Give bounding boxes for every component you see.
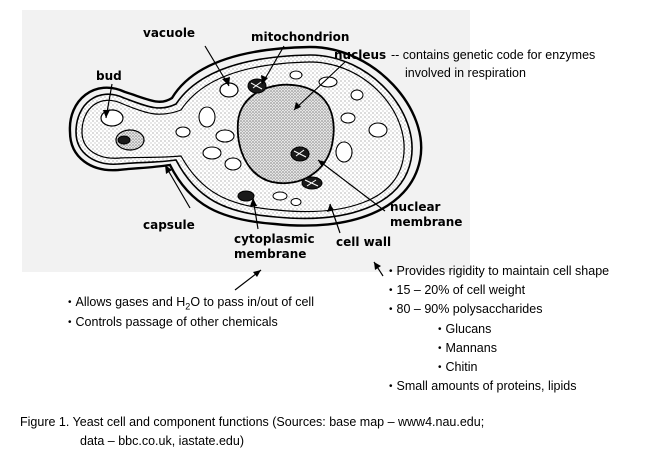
figure-caption-line1: Figure 1. Yeast cell and component funct…: [20, 412, 484, 432]
label-cell-wall: cell wall: [336, 235, 391, 249]
cell-wall-subnote-glucans: Glucans: [438, 320, 491, 339]
nuclear-membrane: [238, 85, 334, 184]
figure-caption-line2: data – bbc.co.uk, iastate.edu): [80, 431, 244, 451]
cell-wall-note-1: Provides rigidity to maintain cell shape: [389, 262, 609, 281]
label-nuclear-membrane-1: nuclear: [390, 200, 440, 214]
label-nuclear-membrane-2: membrane: [390, 215, 462, 229]
label-mitochondrion: mitochondrion: [251, 30, 349, 44]
label-cytoplasmic-membrane-1: cytoplasmic: [234, 232, 315, 246]
membrane-note-1: Allows gases and H2O to pass in/out of c…: [68, 293, 314, 312]
label-cytoplasmic-membrane-2: membrane: [234, 247, 306, 261]
label-nucleus: nucleus: [334, 48, 386, 62]
cell-wall-subnote-mannans: Mannans: [438, 339, 497, 358]
nucleus-note-line1: -- contains genetic code for enzymes: [391, 46, 595, 65]
label-vacuole: vacuole: [143, 26, 195, 40]
nucleus-note-line2: involved in respiration: [405, 64, 526, 83]
cell-wall-note-2: 15 – 20% of cell weight: [389, 281, 525, 300]
cell-wall-note-4: Small amounts of proteins, lipids: [389, 377, 576, 396]
membrane-note-2: Controls passage of other chemicals: [68, 313, 278, 332]
cell-wall-subnote-chitin: Chitin: [438, 358, 477, 377]
label-capsule: capsule: [143, 218, 195, 232]
label-bud: bud: [96, 69, 122, 83]
cell-wall-note-3: 80 – 90% polysaccharides: [389, 300, 542, 319]
